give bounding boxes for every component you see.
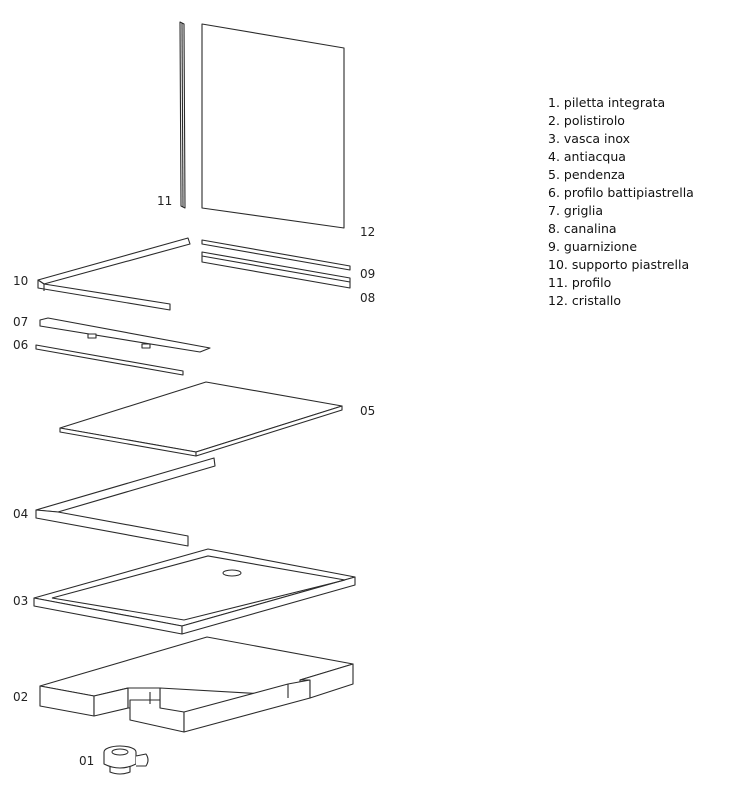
part-06-profilo-battipiastrella [35, 344, 184, 376]
part-08-canalina [201, 251, 351, 289]
legend-item: 12. cristallo [548, 293, 622, 308]
legend-item: 2. polistirolo [548, 113, 625, 128]
label-05: 05 [360, 404, 375, 418]
label-04: 04 [13, 507, 28, 521]
legend-item: 10. supporto piastrella [548, 257, 690, 272]
legend-item: 6. profilo battipiastrella [548, 185, 694, 200]
label-10: 10 [13, 274, 28, 288]
part-03-vasca-inox [33, 548, 356, 635]
label-02: 02 [13, 690, 28, 704]
part-09-guarnizione [201, 239, 351, 271]
legend-item: 11. profilo [548, 275, 612, 290]
label-08: 08 [360, 291, 375, 305]
part-01-piletta-integrata [103, 745, 149, 775]
part-10-supporto-piastrella [37, 237, 191, 311]
part-11-profilo [179, 21, 186, 209]
part-07-griglia [39, 317, 211, 353]
part-05-pendenza [59, 381, 343, 457]
legend-item: 3. vasca inox [548, 131, 631, 146]
label-06: 06 [13, 338, 28, 352]
legend-item: 9. guarnizione [548, 239, 638, 254]
label-09: 09 [360, 267, 375, 281]
legend-item: 5. pendenza [548, 167, 626, 182]
legend-item: 7. griglia [548, 203, 603, 218]
label-07: 07 [13, 315, 28, 329]
parts-legend: 1. piletta integrata 2. polistirolo 3. v… [548, 94, 694, 310]
legend-item: 4. antiacqua [548, 149, 626, 164]
label-03: 03 [13, 594, 28, 608]
label-11: 11 [157, 194, 172, 208]
part-04-antiacqua [35, 457, 216, 547]
legend-item: 1. piletta integrata [548, 95, 666, 110]
part-12-cristallo [201, 23, 345, 229]
label-01: 01 [79, 754, 94, 768]
part-02-polistirolo [39, 636, 354, 733]
label-12: 12 [360, 225, 375, 239]
legend-item: 8. canalina [548, 221, 617, 236]
